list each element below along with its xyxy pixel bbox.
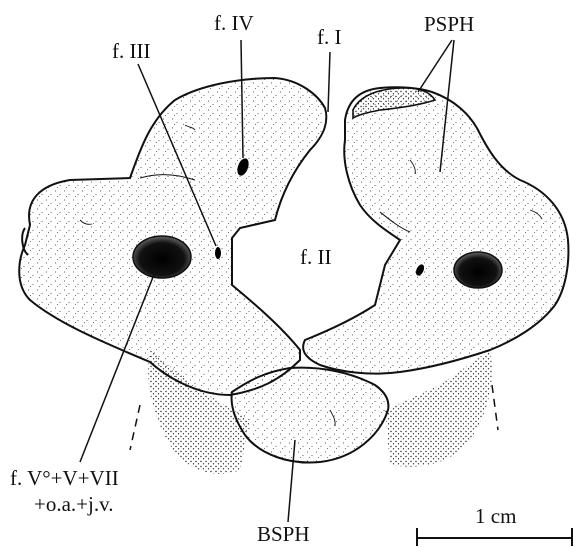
right-dashed-edge xyxy=(492,385,498,430)
label-f-v-line1: f. V°+V+VII xyxy=(10,468,119,489)
foramen-v-left xyxy=(133,236,191,278)
label-f-iv: f. IV xyxy=(214,13,254,34)
bsph-lobe xyxy=(232,368,389,463)
label-f-iii: f. III xyxy=(112,41,150,62)
scale-bar-label: 1 cm xyxy=(475,506,516,527)
left-dashed-edge xyxy=(130,405,140,450)
label-f-ii: f. II xyxy=(300,247,331,268)
label-f-v-line2: +o.a.+j.v. xyxy=(34,494,113,515)
foramen-v-right xyxy=(454,252,502,288)
label-psph: PSPH xyxy=(424,14,474,35)
leader-psph-a xyxy=(418,40,452,92)
left-bone xyxy=(19,78,326,395)
foramen-iii xyxy=(215,247,221,259)
label-f-i: f. I xyxy=(317,27,342,48)
leader-f-i xyxy=(328,52,330,112)
scale-bar xyxy=(417,528,572,546)
label-bsph: BSPH xyxy=(257,524,310,545)
right-bone xyxy=(303,87,568,373)
